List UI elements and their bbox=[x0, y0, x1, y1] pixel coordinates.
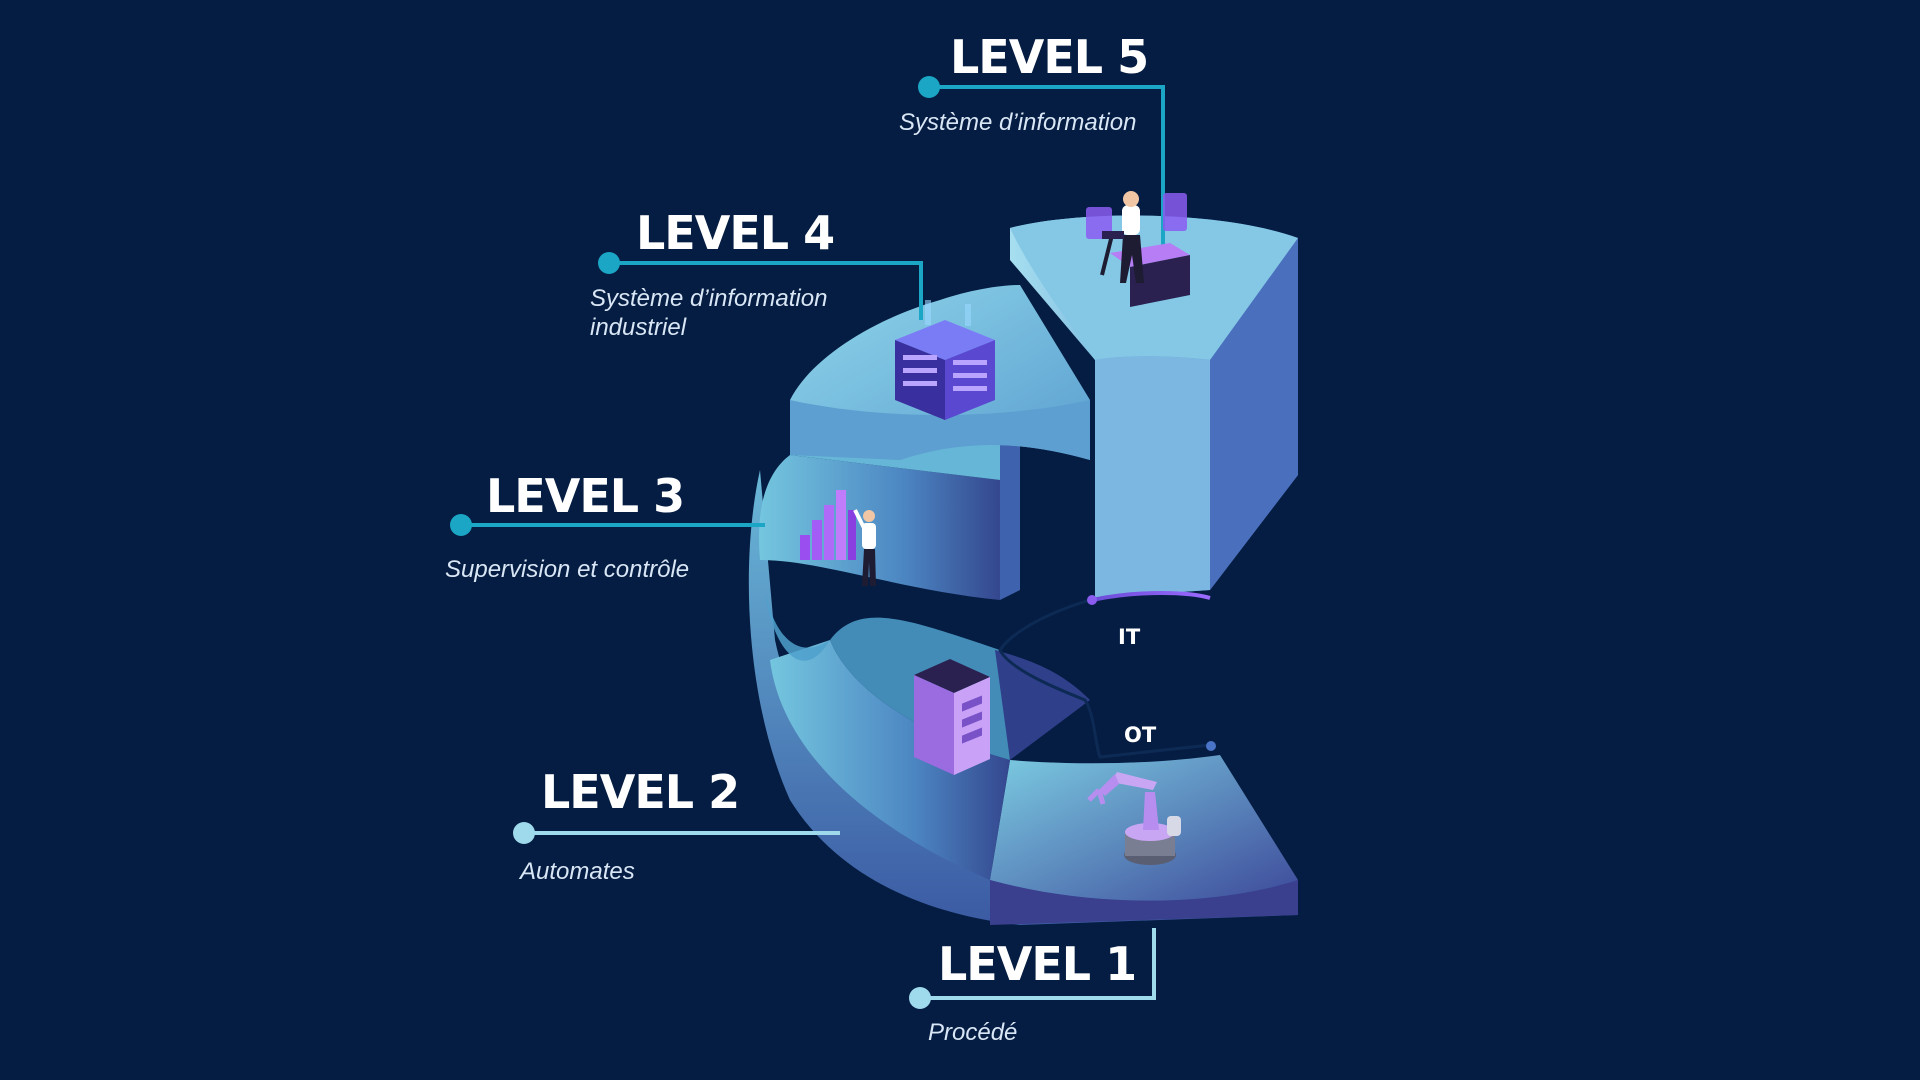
level-2-title: LEVEL 2 bbox=[541, 765, 740, 819]
connector-lines bbox=[450, 76, 1165, 1009]
office-worker-icon bbox=[1086, 191, 1190, 307]
level-1-description: Procédé bbox=[928, 1019, 1018, 1046]
level-4-description-line1: Système d’information bbox=[590, 285, 828, 312]
control-cabinet-icon bbox=[914, 659, 990, 775]
level-1-title: LEVEL 1 bbox=[938, 937, 1137, 991]
level-1-connector bbox=[920, 928, 1156, 1000]
presenter-figure bbox=[853, 509, 876, 586]
level-4-dot bbox=[598, 252, 620, 274]
level-5-description: Système d’information bbox=[899, 109, 1137, 136]
level-5-dot bbox=[918, 76, 940, 98]
level-4-description-line2: industriel bbox=[590, 314, 687, 341]
level-4-title: LEVEL 4 bbox=[636, 206, 835, 260]
level-2-description: Automates bbox=[520, 858, 635, 885]
bar-chart-icon bbox=[800, 490, 876, 586]
it-ot-divider bbox=[998, 598, 1211, 759]
level-3-block bbox=[759, 455, 1000, 600]
server-rack-icon bbox=[895, 300, 995, 420]
level-5-title: LEVEL 5 bbox=[950, 30, 1149, 84]
robot-arm-icon bbox=[1087, 772, 1181, 865]
level-3-title: LEVEL 3 bbox=[486, 469, 685, 523]
level-1-dot bbox=[909, 987, 931, 1009]
level-3-dot bbox=[450, 514, 472, 536]
level-2-dot bbox=[513, 822, 535, 844]
it-label: IT bbox=[1118, 625, 1141, 649]
level-4-connector bbox=[609, 261, 923, 320]
level-3-description: Supervision et contrôle bbox=[445, 556, 690, 583]
level-2-block bbox=[770, 640, 1010, 880]
ot-label: OT bbox=[1124, 723, 1157, 747]
